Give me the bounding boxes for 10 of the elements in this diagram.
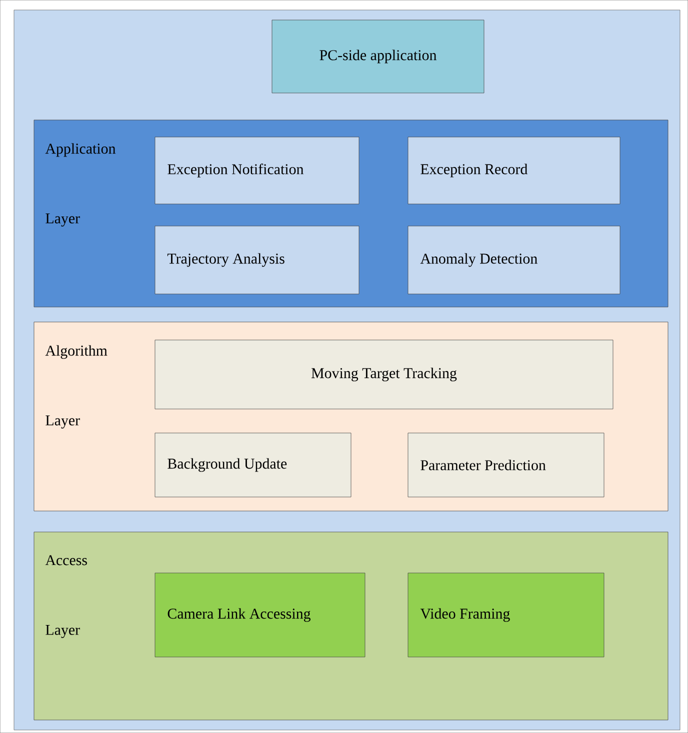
text-box: Anomaly Detection xyxy=(408,226,620,294)
text-box: PC-side application xyxy=(272,20,484,94)
text-box: Background Update xyxy=(154,432,352,498)
text-box: Exception Record xyxy=(408,136,620,204)
text-box: Camera Link Accessing xyxy=(154,572,366,658)
text-box: Video Framing xyxy=(408,572,604,658)
text-box: Moving Target Tracking xyxy=(154,340,614,410)
text-box: Parameter Prediction xyxy=(408,432,604,498)
text-box: Trajectory Analysis xyxy=(154,226,360,294)
text-box: Exception Notification xyxy=(154,136,360,204)
